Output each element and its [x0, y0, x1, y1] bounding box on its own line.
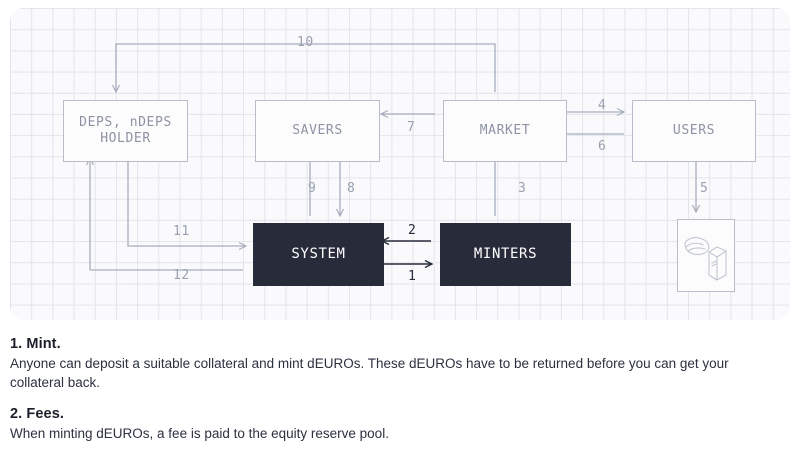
edge-label-8: 8	[347, 181, 356, 196]
diagram-edges	[10, 43, 790, 271]
node-savers[interactable]: SAVERS	[255, 100, 380, 162]
edge-label-9: 9	[308, 181, 317, 196]
note-body: Anyone can deposit a suitable collateral…	[10, 356, 729, 391]
note-title: 1. Mint.	[10, 336, 61, 352]
note-title: 2. Fees.	[10, 406, 64, 423]
edge-label-3: 3	[518, 181, 527, 196]
edge-label-6: 6	[598, 139, 607, 154]
edge-label-4: 4	[598, 98, 607, 113]
diagram-panel: DEPS, nDEPS HOLDER SAVERS MARKET USERS S…	[10, 8, 790, 320]
edge-label-7: 7	[407, 120, 416, 135]
edge-label-12: 12	[173, 268, 190, 283]
edge-label-2: 2	[408, 223, 417, 238]
edge-label-11: 11	[173, 224, 190, 239]
edge-label-1: 1	[408, 269, 417, 284]
node-deps-ndeps-holder[interactable]: DEPS, nDEPS HOLDER	[63, 100, 188, 162]
node-users[interactable]: USERS	[632, 100, 756, 162]
grid-background	[10, 8, 790, 320]
note-body: When minting dEUROs, a fee is paid to th…	[10, 426, 389, 442]
edge-11	[127, 155, 246, 246]
edge-12	[90, 158, 243, 271]
edge-label-5: 5	[700, 181, 709, 196]
node-minters[interactable]: MINTERS	[440, 223, 571, 286]
node-system[interactable]: SYSTEM	[253, 223, 384, 286]
edge-label-10: 10	[297, 35, 314, 50]
edge-10	[116, 43, 496, 92]
node-market[interactable]: MARKET	[443, 100, 567, 162]
note-item: 1. Mint. Anyone can deposit a suitable c…	[10, 336, 780, 392]
node-goods-box[interactable]	[677, 219, 735, 292]
notes-section: 1. Mint. Anyone can deposit a suitable c…	[10, 336, 780, 457]
note-item: 2. Fees. When minting dEUROs, a fee is p…	[10, 406, 780, 443]
groceries-icon	[684, 236, 727, 281]
